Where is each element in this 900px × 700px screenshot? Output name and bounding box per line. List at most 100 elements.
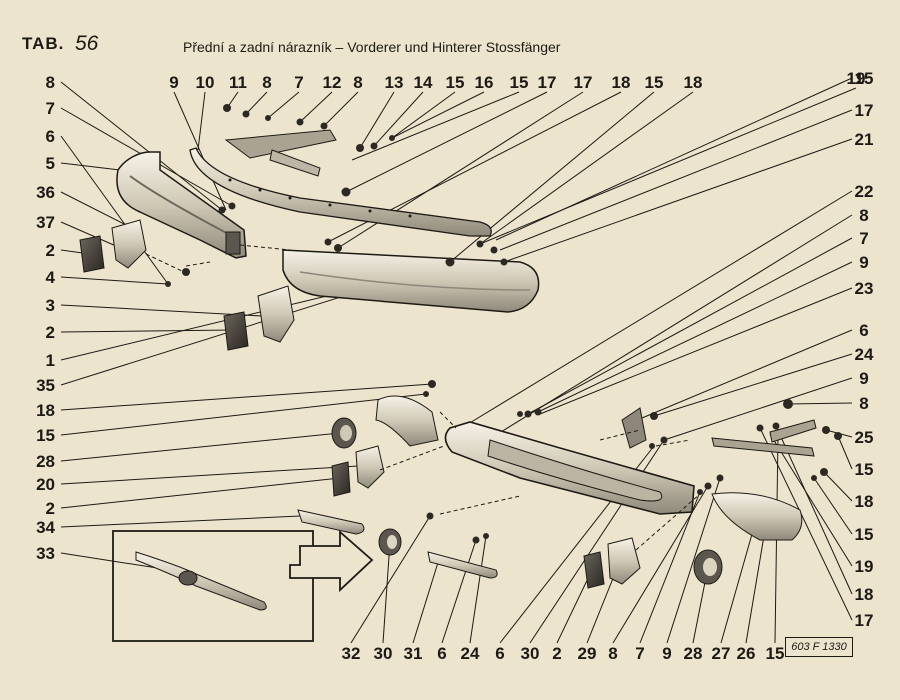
callout-bottom-8: 8 bbox=[608, 644, 617, 663]
callout-left-34: 34 bbox=[36, 518, 55, 537]
leader-bottom-2 bbox=[556, 569, 593, 644]
callout-bottom-7: 7 bbox=[635, 644, 644, 663]
callout-bottom-28: 28 bbox=[684, 644, 703, 663]
rear-bumper-recess bbox=[487, 439, 663, 502]
callout-left-6: 6 bbox=[46, 127, 55, 146]
leader-right-17 bbox=[499, 109, 853, 251]
leader-bottom-24 bbox=[469, 535, 487, 644]
callout-top-7: 7 bbox=[294, 73, 303, 92]
moulding-strip-34 bbox=[297, 509, 365, 535]
callout-right-18: 18 bbox=[855, 585, 874, 604]
leader-left-34 bbox=[60, 515, 301, 528]
leader-right-19 bbox=[769, 433, 853, 567]
leader-left-18 bbox=[60, 383, 433, 411]
callout-left-33: 33 bbox=[36, 544, 55, 563]
callout-right-21: 21 bbox=[855, 130, 874, 149]
callout-top-8: 8 bbox=[353, 73, 362, 92]
reflector-28-right-lens bbox=[703, 558, 717, 576]
callout-left-2: 2 bbox=[46, 241, 55, 260]
leader-right-17 bbox=[759, 427, 853, 621]
callout-left-1: 1 bbox=[46, 351, 55, 370]
callout-top-9: 9 bbox=[169, 73, 178, 92]
inset-frame bbox=[112, 530, 314, 642]
callout-top-11: 11 bbox=[229, 73, 247, 92]
callout-top-18: 18 bbox=[684, 73, 703, 92]
callout-top-13: 13 bbox=[385, 73, 404, 92]
leader-top-16 bbox=[391, 91, 485, 139]
callout-left-18: 18 bbox=[36, 401, 55, 420]
callout-right-7: 7 bbox=[859, 229, 868, 248]
leader-left-2 bbox=[60, 329, 233, 333]
leader-bottom-31 bbox=[412, 555, 441, 644]
callout-right-19: 19 bbox=[855, 557, 874, 576]
callout-bottom-2: 2 bbox=[552, 644, 561, 663]
callout-right-17: 17 bbox=[855, 611, 874, 630]
callout-bottom-32: 32 bbox=[342, 644, 361, 663]
front-bumper-group bbox=[79, 104, 540, 351]
leader-bottom-27 bbox=[720, 519, 757, 644]
callout-left-35: 35 bbox=[36, 376, 55, 395]
bumper-bracket-arm bbox=[269, 149, 321, 177]
side-bracket-25b bbox=[769, 419, 817, 443]
leader-top-7 bbox=[267, 91, 300, 119]
leader-top-18 bbox=[479, 91, 694, 245]
leader-left-1 bbox=[60, 287, 361, 361]
callout-right-9: 9 bbox=[859, 369, 868, 388]
rubber-pad-2-lower bbox=[223, 311, 249, 351]
bumper-guard-37 bbox=[111, 219, 147, 269]
leader-right-6 bbox=[641, 329, 853, 419]
leader-left-5 bbox=[60, 162, 121, 171]
leader-right-23 bbox=[539, 287, 853, 415]
callout-left-37: 37 bbox=[36, 213, 55, 232]
callout-right-15: 15 bbox=[855, 69, 874, 88]
leader-bottom-7 bbox=[639, 491, 701, 644]
leader-left-8 bbox=[60, 81, 223, 211]
leader-top-9 bbox=[173, 91, 227, 211]
callout-top-8: 8 bbox=[262, 73, 271, 92]
leader-right-15 bbox=[813, 477, 853, 535]
rubber-pad-2-upper bbox=[79, 235, 105, 273]
leader-right-15 bbox=[837, 435, 853, 470]
front-fasteners bbox=[165, 104, 508, 287]
leader-right-24 bbox=[653, 353, 853, 417]
rear-fasteners bbox=[423, 380, 842, 544]
rear-bumper-group bbox=[297, 380, 842, 589]
callout-top-19: 19 bbox=[847, 69, 866, 88]
callout-right-15: 15 bbox=[855, 525, 874, 544]
callout-top-15: 15 bbox=[645, 73, 664, 92]
leader-left-6 bbox=[60, 135, 169, 285]
front-bumper-cover bbox=[282, 249, 540, 313]
leader-left-3 bbox=[60, 304, 263, 317]
rubber-pad-2-rear bbox=[331, 461, 351, 497]
front-bumper-end-bracket bbox=[225, 231, 241, 255]
leader-top-19 bbox=[479, 87, 857, 245]
callout-top-10: 10 bbox=[196, 73, 215, 92]
callout-top-16: 16 bbox=[475, 73, 494, 92]
callout-right-8: 8 bbox=[859, 394, 868, 413]
leader-left-2 bbox=[60, 477, 341, 509]
leader-right-18 bbox=[823, 471, 853, 502]
callout-left-28: 28 bbox=[36, 452, 55, 471]
leader-left-33 bbox=[60, 552, 171, 571]
header-tab-label: TAB. bbox=[22, 34, 65, 53]
mounting-bracket-23 bbox=[621, 407, 647, 449]
callout-bottom-30: 30 bbox=[374, 644, 393, 663]
inset-detail bbox=[112, 530, 374, 642]
leader-right-9 bbox=[537, 261, 853, 413]
callout-bottom-15: 15 bbox=[766, 644, 785, 663]
callout-top-17: 17 bbox=[538, 73, 557, 92]
callout-left-7: 7 bbox=[46, 99, 55, 118]
leader-lines bbox=[60, 77, 857, 644]
lamp-30-lens bbox=[387, 535, 397, 549]
callout-right-23: 23 bbox=[855, 279, 874, 298]
bumper-guard-3 bbox=[257, 285, 295, 343]
callout-right-22: 22 bbox=[855, 182, 874, 201]
cover-groove bbox=[299, 271, 531, 291]
leader-right-21 bbox=[503, 138, 853, 263]
callout-left-8: 8 bbox=[46, 73, 55, 92]
front-strip-holes bbox=[228, 178, 412, 218]
bumper-guard-20 bbox=[355, 445, 385, 489]
leader-top-15 bbox=[391, 91, 456, 139]
